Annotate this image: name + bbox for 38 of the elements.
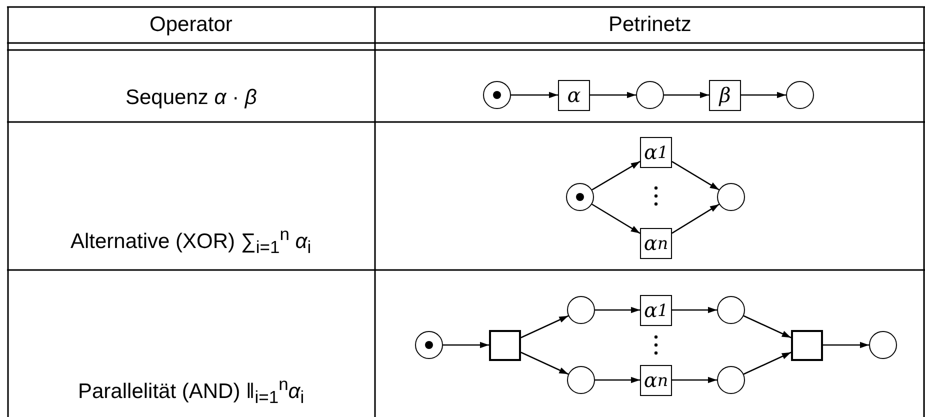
place-circle [567, 366, 595, 394]
transition-box [489, 330, 521, 360]
arrow [743, 315, 792, 338]
arrow [511, 92, 558, 98]
place-circle [717, 183, 745, 211]
arrow [672, 204, 720, 234]
row-label: Sequenz α · β [126, 86, 257, 110]
arrow [664, 92, 709, 98]
row-label: Parallelität (AND) ‖$_{i=1}$$^{n}$α$_{i}$ [78, 374, 304, 408]
arrow [520, 352, 569, 375]
arrow [672, 161, 720, 190]
transition-box: β [709, 80, 741, 110]
place-circle [415, 331, 443, 359]
column-header: Operator [150, 13, 232, 37]
arrow [590, 92, 636, 98]
column-header: Petrinetz [608, 13, 692, 37]
transition-box [791, 330, 823, 360]
arrow [743, 352, 792, 375]
arrow [595, 376, 640, 384]
place-circle [786, 81, 814, 109]
arrow [823, 342, 869, 348]
place-circle [717, 366, 745, 394]
arrow [672, 376, 717, 384]
arrow [741, 92, 786, 98]
arrow [443, 342, 489, 348]
arrow [520, 315, 569, 338]
arrow [592, 204, 640, 234]
place-circle [636, 81, 664, 109]
row-label: Alternative (XOR) ∑$_{i=1}$$^{n}$ α$_{i}$ [70, 224, 312, 258]
place-circle [483, 81, 511, 109]
place-circle [869, 331, 897, 359]
place-circle [567, 296, 595, 324]
transition-box: α [558, 80, 590, 110]
arrow [595, 306, 640, 314]
arrow [592, 160, 640, 190]
arrow [672, 306, 717, 314]
place-circle [566, 183, 594, 211]
place-circle [717, 296, 745, 324]
